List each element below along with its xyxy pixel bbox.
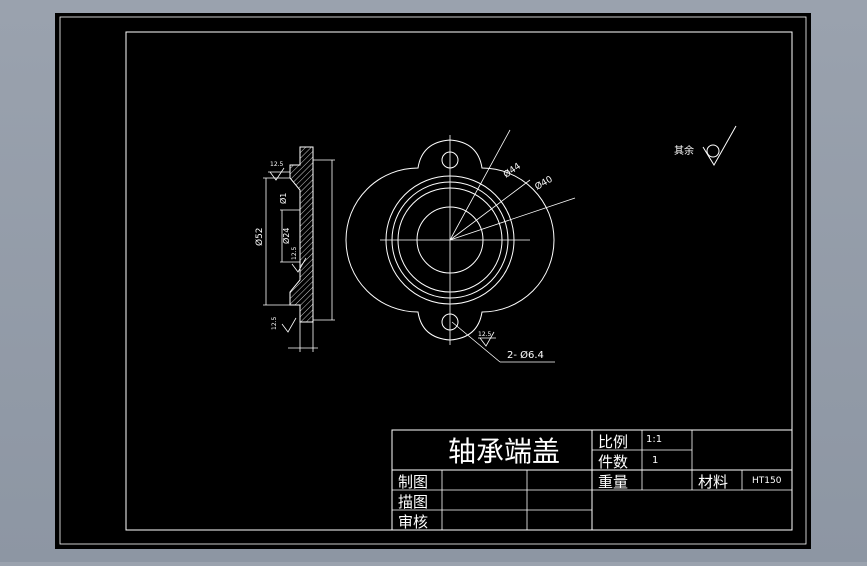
checked-label: 审核 [398,513,428,531]
material-label: 材料 [698,473,728,491]
circle-d44 [391,181,509,299]
roughness-symbol-hole [479,331,495,347]
roughness-symbol-bottom [281,317,297,333]
roughness-bottom-value: 12.5 [271,316,278,330]
dim-d52-label: Ø52 [254,227,265,246]
bolt-hole-top [441,151,459,169]
dim-d24-label: Ø24 [281,228,291,244]
outer-circle [385,175,515,305]
roughness-symbol-mid [291,257,307,273]
leader-holes [451,321,501,363]
weight-label: 重量 [598,473,628,491]
flange-outline [345,139,555,341]
scale-value: 1:1 [646,434,662,445]
drawing-sheet [55,13,811,549]
drawn-label: 制图 [398,473,428,491]
section-view: Ø52 Ø24 Ø1 12.5 12.5 12.5 [254,146,335,352]
quantity-value: 1 [652,455,658,466]
circle-d40 [397,187,503,293]
sheet-outer-border [59,16,807,545]
general-roughness-symbol [702,125,737,166]
part-name: 轴承端盖 [448,435,560,468]
leader-d44 [449,179,531,241]
roughness-hole-value: 12.5 [478,331,492,338]
material-value: HT150 [752,476,782,486]
traced-label: 描图 [398,493,428,511]
dim-holes-label: 2- Ø6.4 [507,349,544,361]
general-roughness-label: 其余 [674,144,694,157]
general-roughness: 其余 [674,125,737,166]
scale-label: 比例 [598,433,628,451]
inner-bore-circle [416,206,484,274]
leader-d40 [449,197,576,241]
bolt-hole-bottom [441,313,459,331]
roughness-top-value: 12.5 [270,161,284,168]
quantity-label: 件数 [598,453,628,471]
roughness-mid-value: 12.5 [291,246,298,260]
dim-d1-label: Ø1 [278,193,288,204]
title-block: 轴承端盖 比例 1:1 件数 1 重量 材料 HT150 制图 描图 审核 [391,429,793,531]
general-roughness-circle [706,144,720,158]
leader-top [449,129,511,241]
